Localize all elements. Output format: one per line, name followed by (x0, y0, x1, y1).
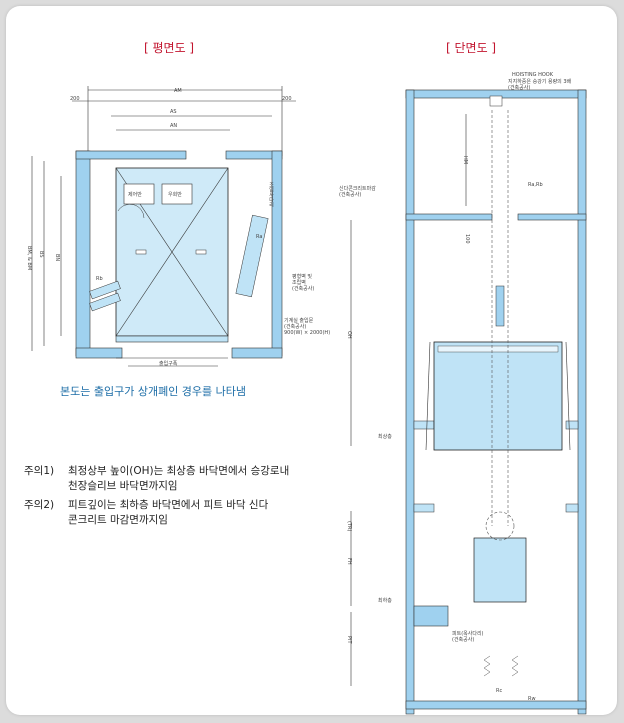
dim-am: AM (174, 88, 182, 94)
note-2-prefix: 주의2) (24, 499, 55, 511)
fh-label: FH (346, 558, 352, 565)
ra-rb-label: Ra,Rb (528, 182, 543, 188)
concrete-finish-label: 신다콘크리트마감 (건축공사) (339, 186, 376, 198)
plan-view-drawing (31, 86, 296, 367)
top-floor-label: 최상층 (378, 434, 392, 440)
ra-label: Ra (256, 234, 263, 240)
dim-bm: BM, & BM (26, 246, 32, 271)
dim-bn: BN (54, 254, 60, 262)
note-2-text: 피트깊이는 최하층 바닥면에서 피트 바닥 신다 콘크리트 마감면까지임 (68, 499, 269, 526)
note-1-text: 최정상부 높이(OH)는 최상층 바닥면에서 승강로내 천장슬리브 바닥면까지임 (68, 465, 290, 492)
receiver-label: 우회반 (168, 192, 182, 198)
oh-label: OH (346, 331, 352, 339)
note-1-prefix: 주의1) (24, 465, 55, 477)
dim-200-right: 200 (282, 96, 292, 102)
section-view-drawing (350, 89, 587, 715)
dim-bs: BS (38, 251, 44, 258)
machine-opening-label: 기계실 출입문 (건축공사) 900(W) × 2000(H) (284, 318, 331, 336)
plan-title: [ 평면도 ] (144, 41, 195, 55)
plan-caption: 본도는 출입구가 상개폐인 경우를 나타냄 (60, 385, 247, 398)
section-title: [ 단면도 ] (446, 41, 497, 55)
tr-label: (TR) (346, 521, 352, 532)
figure-card: [ 평면도 ] (6, 6, 617, 715)
control-panel-label: 제어반 (128, 192, 142, 198)
dim-200-left: 200 (70, 96, 80, 102)
rw-label: Rw (528, 696, 536, 702)
pit-ladder-label: 피트(옥사다리) (건축공사) (452, 631, 484, 643)
dim-as: AS (170, 109, 177, 115)
bottom-floor-label: 최하층 (378, 598, 392, 604)
plan-ladder-label: 조임사다리 (268, 182, 274, 207)
hook-note-label: 지지하중은 승강기 용량의 3배 (건축공사) (508, 79, 572, 91)
pit-label: PIT (346, 636, 352, 644)
dim-100-label: 100 (464, 234, 470, 244)
hoisting-hook-label: HOISTING HOOK (512, 72, 553, 78)
rc-label: Rc (496, 688, 503, 694)
hm-label: HM (462, 156, 468, 165)
rb-label: Rb (96, 276, 103, 282)
entrance-width-label: 출입구폭 (159, 361, 178, 367)
wall-label: 평형벽 및 조립벽 (건축공사) (292, 274, 315, 292)
dim-an: AN (170, 123, 178, 129)
